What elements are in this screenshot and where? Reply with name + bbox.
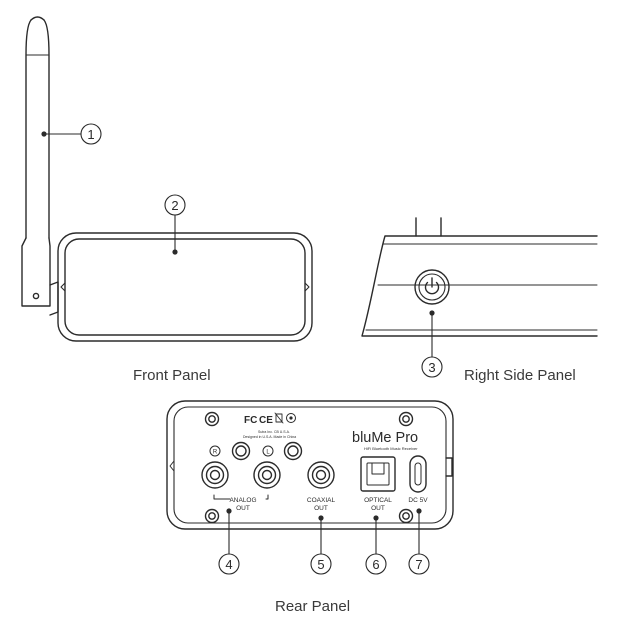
coaxial-out-label: OUT xyxy=(314,505,328,512)
optical-label: OPTICAL xyxy=(364,497,392,504)
post-right xyxy=(283,441,303,461)
rear-panel-illustration: FC CE Sutra Inc. CB U.S.A. Designed in U… xyxy=(166,400,454,530)
screw-top-right xyxy=(398,411,414,427)
fc-mark: FC xyxy=(244,415,257,426)
front-panel-caption: Front Panel xyxy=(133,367,211,384)
antenna xyxy=(21,16,51,307)
callout-5: 5 xyxy=(317,557,324,572)
antenna-hinge xyxy=(49,281,59,316)
right-side-panel-caption: Right Side Panel xyxy=(464,367,576,384)
brand-name: bluMe Pro xyxy=(352,430,418,446)
analog-label: ANALOG xyxy=(229,497,256,504)
weee-icon xyxy=(274,412,284,424)
callout-4-circle xyxy=(218,553,240,575)
front-body-inner xyxy=(64,238,306,336)
coaxial-jack xyxy=(307,461,335,489)
front-body-outer xyxy=(57,232,313,342)
optical-port xyxy=(360,456,396,492)
callout-6-circle xyxy=(365,553,387,575)
post-left xyxy=(231,441,251,461)
front-panel-illustration xyxy=(21,16,313,342)
callout-4: 4 xyxy=(225,557,232,572)
callout-7-circle xyxy=(408,553,430,575)
callout-3: 3 xyxy=(428,360,435,375)
callouts: 1 2 3 4 5 6 7 xyxy=(41,123,443,575)
analog-l-jack xyxy=(253,461,281,489)
ce-mark: CE xyxy=(259,415,273,426)
analog-r-jack xyxy=(201,461,229,489)
right-side-panel-illustration xyxy=(361,217,598,337)
cert-line-2: Designed in U.S.A. Made in China xyxy=(243,435,296,439)
analog-out-label: OUT xyxy=(236,505,250,512)
certification-marks: FC CE Sutra Inc. CB U.S.A. Designed in U… xyxy=(243,415,296,439)
callout-3-circle xyxy=(421,356,443,378)
brand-tagline: HiFi Bluetooth Music Receiver xyxy=(364,446,418,451)
dc-5v-port xyxy=(409,455,427,493)
screw-bottom-left xyxy=(204,508,220,524)
r-label: R xyxy=(213,450,218,456)
callout-2: 2 xyxy=(171,198,178,213)
coaxial-label: COAXIAL xyxy=(307,497,336,504)
callout-7: 7 xyxy=(415,557,422,572)
screw-bottom-right xyxy=(398,508,414,524)
dc-label: DC 5V xyxy=(408,497,428,504)
screw-top-left xyxy=(204,411,220,427)
recycle-icon xyxy=(286,413,296,423)
callout-6: 6 xyxy=(372,557,379,572)
optical-out-label: OUT xyxy=(371,505,385,512)
callout-5-circle xyxy=(310,553,332,575)
callout-1: 1 xyxy=(87,127,94,142)
rear-panel-caption: Rear Panel xyxy=(275,598,351,615)
l-label: L xyxy=(266,450,270,456)
power-button-ring xyxy=(414,269,450,305)
cert-line-1: Sutra Inc. CB U.S.A. xyxy=(258,430,290,434)
callout-1-circle xyxy=(80,123,102,145)
power-icon xyxy=(424,277,440,295)
